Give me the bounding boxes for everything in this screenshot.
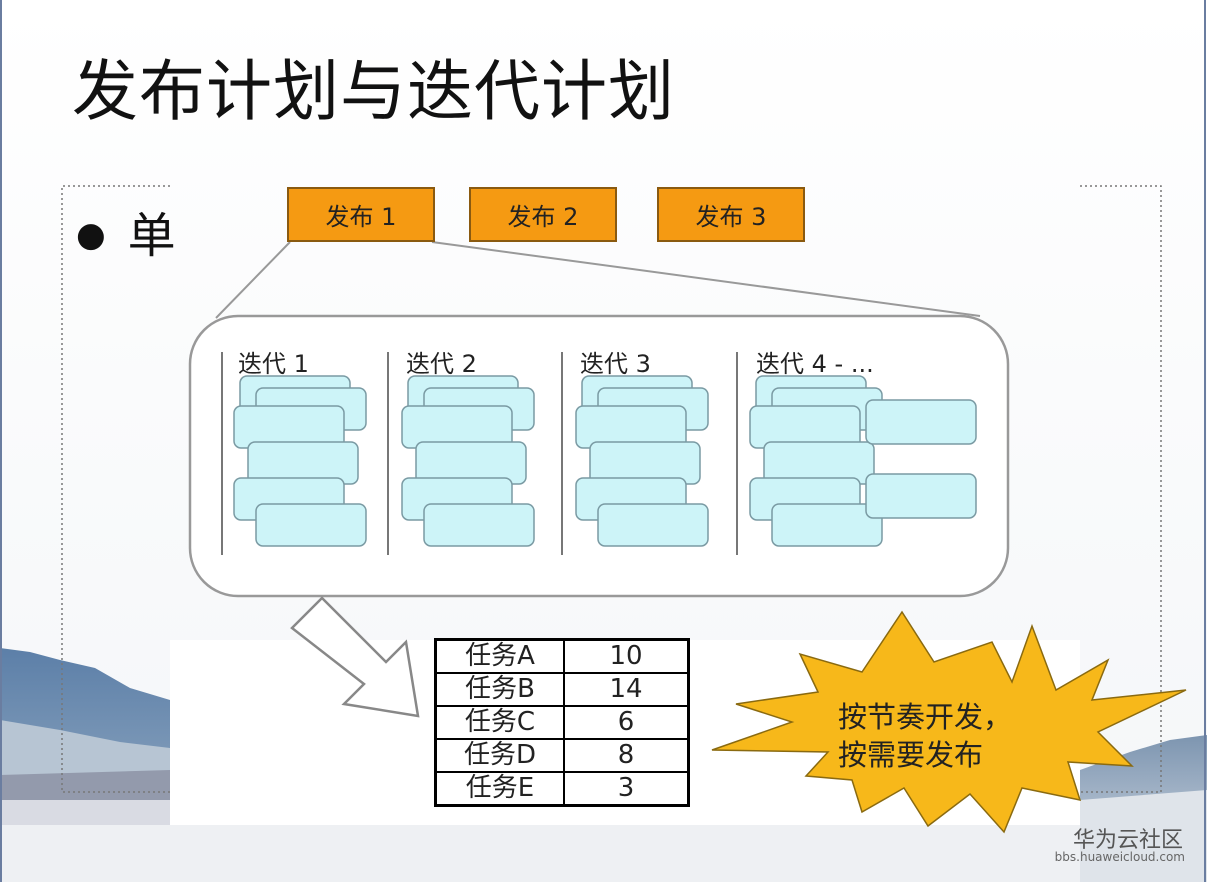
iteration-label-3: 迭代 3 [580, 350, 651, 378]
bullet-text: 单 [127, 208, 176, 264]
release-box-3: 发布 3 [657, 187, 805, 242]
task-name-cell: 任务B [434, 672, 565, 707]
task-name-cell: 任务D [434, 738, 565, 773]
task-value-cell: 14 [563, 672, 690, 707]
task-name-cell: 任务A [434, 638, 565, 674]
zoom-line-right [431, 241, 981, 317]
callout-text: 按节奏开发， 按需要发布 [838, 698, 1058, 774]
arrow-to-task-table-icon [290, 596, 420, 718]
story-cards-iteration-3 [575, 375, 709, 547]
release-label-1: 发布 1 [325, 203, 397, 231]
task-value-cell: 3 [563, 771, 690, 807]
task-estimate-table: 任务A 10 任务B 14 任务C 6 任务D 8 任务E 3 [434, 638, 690, 807]
watermark-site-name: 华为云社区 [1072, 828, 1183, 853]
callout-line-2: 按需要发布 [838, 738, 984, 772]
table-row: 任务D 8 [434, 738, 690, 773]
zoom-line-left [215, 241, 291, 319]
iteration-label-1: 迭代 1 [238, 350, 309, 378]
iteration-label-4: 迭代 4 - ... [756, 350, 874, 378]
iteration-label-2: 迭代 2 [406, 350, 477, 378]
story-cards-iteration-2 [401, 375, 535, 547]
release-label-2: 发布 2 [507, 203, 579, 231]
story-cards-iteration-4 [749, 375, 977, 547]
task-value-cell: 8 [563, 738, 690, 773]
starburst-callout-shape [711, 610, 1187, 834]
table-row: 任务A 10 [434, 638, 690, 674]
task-value-cell: 6 [563, 705, 690, 740]
table-row: 任务B 14 [434, 672, 690, 707]
release-box-1: 发布 1 [287, 187, 435, 242]
task-name-cell: 任务E [434, 771, 565, 807]
story-cards-iteration-1 [233, 375, 367, 547]
table-row: 任务C 6 [434, 705, 690, 740]
task-value-cell: 10 [563, 638, 690, 674]
watermark-url: bbs.huaweicloud.com [1054, 850, 1185, 864]
callout-line-1: 按节奏开发， [838, 700, 1013, 734]
bullet-item: ●单 [76, 196, 176, 266]
slide-title: 发布计划与迭代计划 [72, 53, 675, 130]
table-row: 任务E 3 [434, 771, 690, 807]
task-name-cell: 任务C [434, 705, 565, 740]
release-label-3: 发布 3 [695, 203, 767, 231]
bullet-dot-icon: ● [76, 215, 106, 255]
release-box-2: 发布 2 [469, 187, 617, 242]
